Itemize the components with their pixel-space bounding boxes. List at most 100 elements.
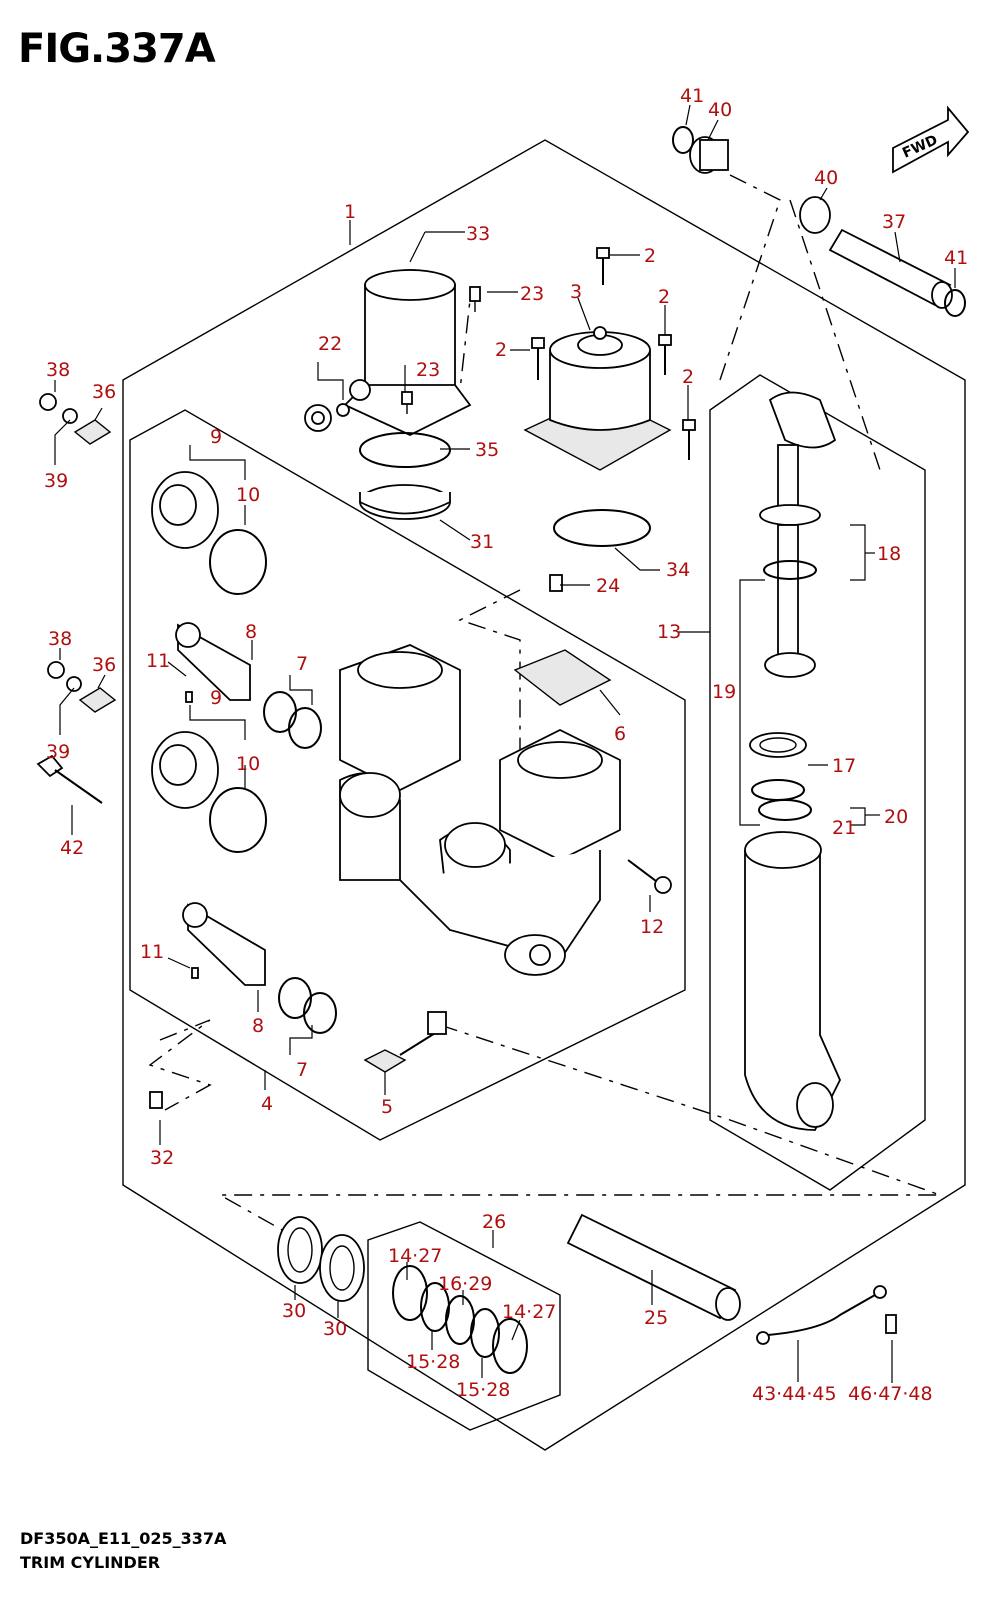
callout-1: 1 [344,201,356,223]
callout-7-upper: 7 [296,653,308,675]
callout-2-right: 2 [658,286,670,308]
figure-code: DF350A_E11_025_337A [20,1529,227,1548]
callout-42: 42 [60,837,84,859]
callout-5: 5 [381,1096,393,1118]
callout-30-b: 30 [323,1318,347,1340]
callout-41-right: 41 [944,247,968,269]
shaft-37 [828,228,953,309]
callout-40-right: 40 [814,167,838,189]
callout-39-upper: 39 [44,470,68,492]
callout-18: 18 [877,543,901,565]
callout-10-upper: 10 [236,484,260,506]
callout-38-lower: 38 [48,628,72,650]
callout-30-a: 30 [282,1300,306,1322]
pump-motor [523,326,672,471]
callout-8-lower: 8 [252,1015,264,1037]
o-ring-7-upper-b [288,707,322,749]
callout-2-far: 2 [682,366,694,388]
shim-30-b [319,1234,365,1302]
dash-line-piston [217,1024,941,1241]
snap-ring-41-left [672,126,694,154]
callout-35: 35 [475,439,499,461]
pump-body [339,644,621,976]
filter-plate-6 [513,649,612,706]
bolt-42 [36,754,103,804]
o-ring-21 [758,799,812,821]
cylinder-tube [744,831,841,1131]
callout-15-28-b: 15·28 [456,1379,510,1401]
assembly-outline-4 [129,409,686,1141]
callout-13: 13 [657,621,681,643]
callout-24: 24 [596,575,620,597]
callout-8-upper: 8 [245,621,257,643]
piston-25 [566,1213,741,1321]
callout-20: 20 [884,806,908,828]
dash-line-shaft [719,174,781,381]
callout-17: 17 [832,755,856,777]
dash-line-pump [458,589,521,760]
bolt-23-upper [469,286,481,312]
callout-26: 26 [482,1211,506,1233]
assembly-outline-1 [122,139,966,1451]
figure-title: FIG.337A [18,26,216,72]
callout-23-lower: 23 [416,359,440,381]
callout-23-upper: 23 [520,283,544,305]
shim-30-b-hole [329,1245,355,1291]
filler-plug [304,403,350,432]
bolt-23-lower [401,391,413,414]
o-ring-7-upper-a [263,691,297,733]
callout-3: 3 [570,281,582,303]
seal-ring-14-27-a [392,1265,428,1321]
callout-41-left: 41 [680,85,704,107]
assembly-outline-26 [367,1221,561,1431]
callout-32: 32 [150,1147,174,1169]
spool-8-lower [182,902,266,986]
callout-34: 34 [666,559,690,581]
callout-2-left: 2 [495,339,507,361]
pin-11-lower [191,967,199,979]
tank-base-31 [359,484,451,520]
bolt-2-right [658,334,672,375]
dash-line-shaft2 [789,199,881,471]
piston-9-upper [151,471,219,549]
callout-11-lower: 11 [140,941,164,963]
callout-9-lower: 9 [210,687,222,709]
o-ring-7-lower-a [278,977,312,1019]
piston-rod [759,391,837,678]
seal-ring-14-27-b [492,1318,528,1374]
bolt-46 [885,1314,897,1334]
bolt-32 [149,1091,163,1109]
callout-16-29: 16·29 [438,1273,492,1295]
callout-6: 6 [614,723,626,745]
valve-5 [363,1011,447,1073]
callout-39-lower: 39 [46,741,70,763]
callout-11-upper: 11 [146,650,170,672]
callout-46-47-48: 46·47·48 [848,1383,933,1405]
callout-33: 33 [466,223,490,245]
callout-43-44-45: 43·44·45 [752,1383,837,1405]
callout-2-top: 2 [644,245,656,267]
bushing-40-right [799,196,831,234]
callout-21: 21 [832,817,856,839]
o-ring-7-lower-b [303,992,337,1034]
callout-12: 12 [640,916,664,938]
seal-ring-16-29 [445,1295,475,1345]
dash-line-bolt32 [148,1019,212,1111]
bolt-2-top [596,247,610,285]
shim-30-a-hole [287,1227,313,1273]
bolt-2-far [682,419,696,460]
fitting-24 [549,574,563,592]
o-ring-34 [553,509,651,547]
callout-14-27-b: 14·27 [502,1301,556,1323]
callout-36-upper: 36 [92,381,116,403]
clamp-36-upper [39,393,112,445]
o-ring-18 [763,560,817,580]
seal-17 [749,732,807,758]
o-ring-35 [359,432,451,468]
fwd-arrow-icon: FWD [892,105,970,174]
callout-10-lower: 10 [236,753,260,775]
callout-19: 19 [712,681,736,703]
o-ring-10-upper [209,529,267,595]
o-ring-20 [751,779,805,801]
